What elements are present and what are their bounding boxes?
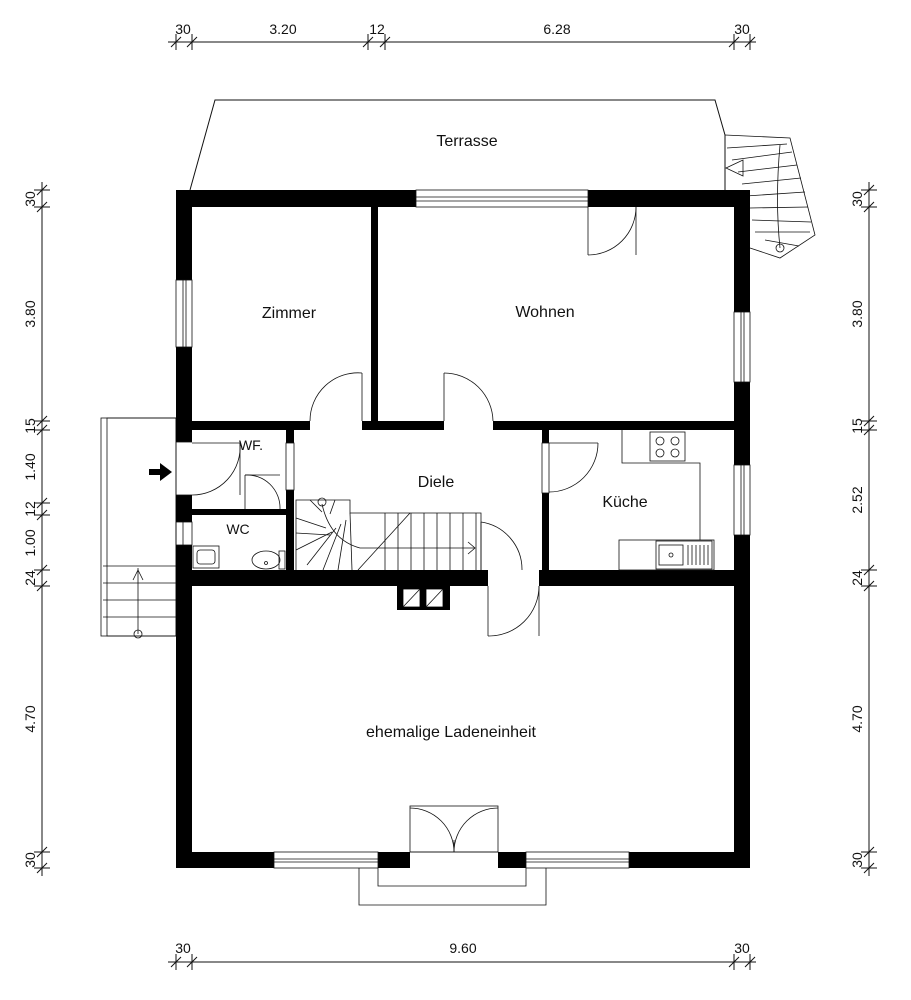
dim-bottom-3: 30 [734,940,750,956]
dim-bottom-1: 30 [175,940,191,956]
walls [176,190,750,868]
dim-top-5: 30 [734,21,750,37]
room-label-wc: WC [226,521,249,537]
dim-left-4: 1.40 [22,453,38,480]
stove-icon [649,431,686,462]
dimension-labels-right: 30 3.80 15 2.52 24 4.70 30 [849,191,865,868]
dim-right-6: 4.70 [849,705,865,732]
dim-right-2: 3.80 [849,300,865,327]
washbasin-icon [192,545,220,569]
dim-right-4: 2.52 [849,486,865,513]
toilet-icon [251,550,286,570]
dim-left-3: 15 [22,418,38,434]
dim-right-5: 24 [849,570,865,586]
dimension-lines [34,34,877,970]
room-label-zimmer: Zimmer [262,305,317,322]
dim-left-9: 30 [22,852,38,868]
doors [176,206,637,906]
dim-right-1: 30 [849,191,865,207]
room-label-terrace: Terrasse [436,133,497,150]
dim-left-8: 4.70 [22,705,38,732]
dimension-labels-top: 30 3.20 12 6.28 30 [175,21,750,37]
dim-left-1: 30 [22,191,38,207]
dim-left-7: 24 [22,570,38,586]
room-label-wf: WF. [239,437,263,453]
dim-bottom-2: 9.60 [449,940,476,956]
chimney-icon [402,588,444,608]
kitchen-counter [618,430,715,571]
dim-left-6: 1.00 [22,529,38,556]
room-label-laden: ehemalige Ladeneinheit [366,724,536,741]
dim-top-2: 3.20 [269,21,296,37]
dimension-labels-bottom: 30 9.60 30 [175,940,750,956]
dim-top-1: 30 [175,21,191,37]
entrance-arrow-icon [149,463,172,481]
dim-right-7: 30 [849,852,865,868]
dim-right-3: 15 [849,418,865,434]
entrance-steps [100,417,177,639]
room-label-wohnen: Wohnen [515,304,574,321]
dimension-labels-left: 30 3.80 15 1.40 12 1.00 24 4.70 30 [22,191,38,868]
dim-top-4: 6.28 [543,21,570,37]
staircase-icon [295,497,482,571]
dim-top-3: 12 [369,21,385,37]
terrace [189,99,816,259]
dim-left-2: 3.80 [22,300,38,327]
terrace-stair [724,134,816,259]
kitchen-sink-icon [655,540,713,570]
dim-left-5: 12 [22,501,38,517]
windows [175,189,751,869]
room-label-diele: Diele [418,474,455,491]
room-label-kueche: Küche [602,494,647,511]
